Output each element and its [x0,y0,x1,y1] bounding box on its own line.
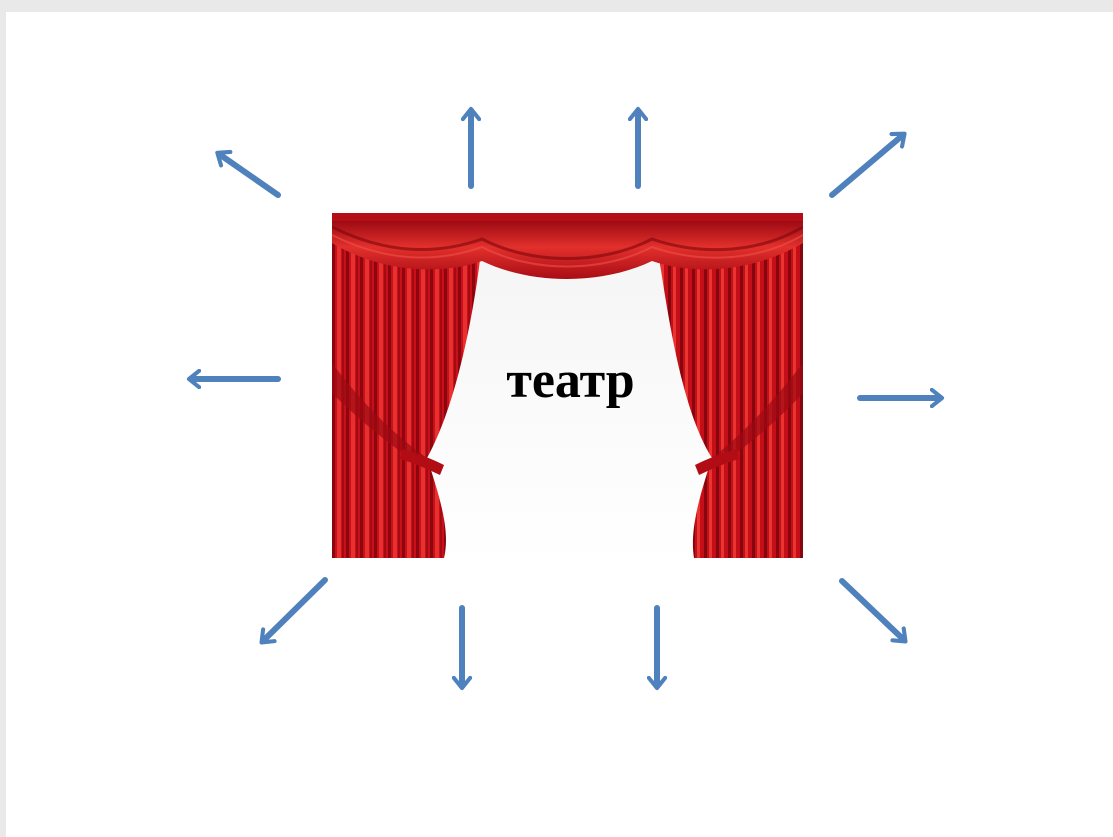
arrow-down-right-icon [842,581,904,640]
arrow-up-left-icon [219,154,278,195]
arrow-down-left-icon [263,580,325,641]
arrow-up-right-icon [832,135,903,195]
